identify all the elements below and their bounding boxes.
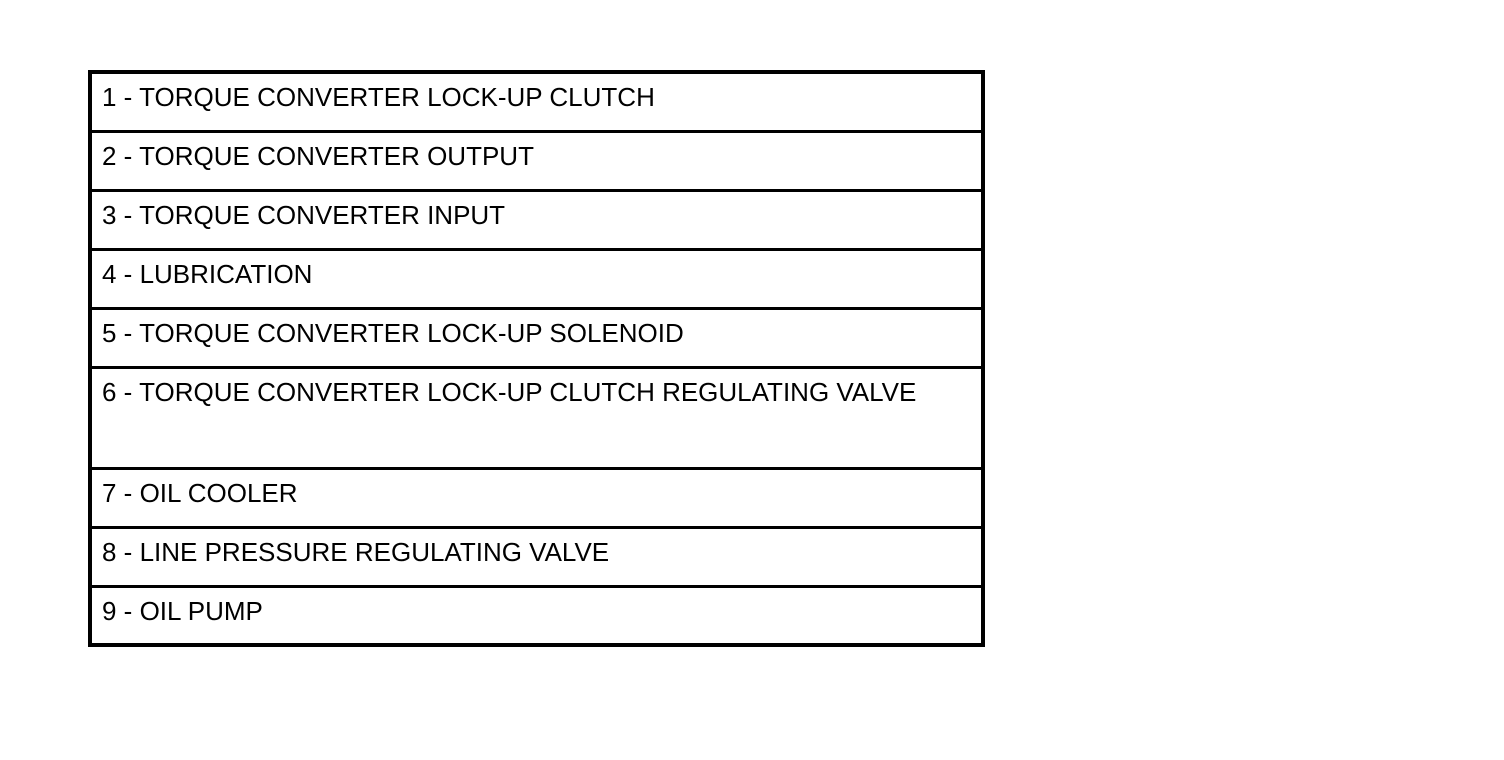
table-row: 3 - TORQUE CONVERTER INPUT bbox=[88, 188, 985, 251]
table-row: 4 - LUBRICATION bbox=[88, 247, 985, 310]
legend-item-3: 3 - TORQUE CONVERTER INPUT bbox=[88, 188, 985, 251]
legend-item-2: 2 - TORQUE CONVERTER OUTPUT bbox=[88, 129, 985, 192]
legend-item-7: 7 - OIL COOLER bbox=[88, 466, 985, 529]
legend-item-5: 5 - TORQUE CONVERTER LOCK-UP SOLENOID bbox=[88, 306, 985, 369]
table-row: 8 - LINE PRESSURE REGULATING VALVE bbox=[88, 525, 985, 588]
table-row: 6 - TORQUE CONVERTER LOCK-UP CLUTCH REGU… bbox=[88, 365, 985, 470]
table-row: 7 - OIL COOLER bbox=[88, 466, 985, 529]
table-row: 1 - TORQUE CONVERTER LOCK-UP CLUTCH bbox=[88, 70, 985, 133]
legend-item-9: 9 - OIL PUMP bbox=[88, 584, 985, 647]
legend-item-1: 1 - TORQUE CONVERTER LOCK-UP CLUTCH bbox=[88, 70, 985, 133]
legend-item-8: 8 - LINE PRESSURE REGULATING VALVE bbox=[88, 525, 985, 588]
table-row: 2 - TORQUE CONVERTER OUTPUT bbox=[88, 129, 985, 192]
table-row: 5 - TORQUE CONVERTER LOCK-UP SOLENOID bbox=[88, 306, 985, 369]
legend-item-6: 6 - TORQUE CONVERTER LOCK-UP CLUTCH REGU… bbox=[88, 365, 985, 470]
table-row: 9 - OIL PUMP bbox=[88, 584, 985, 647]
legend-table: 1 - TORQUE CONVERTER LOCK-UP CLUTCH 2 - … bbox=[88, 70, 985, 647]
legend-item-4: 4 - LUBRICATION bbox=[88, 247, 985, 310]
